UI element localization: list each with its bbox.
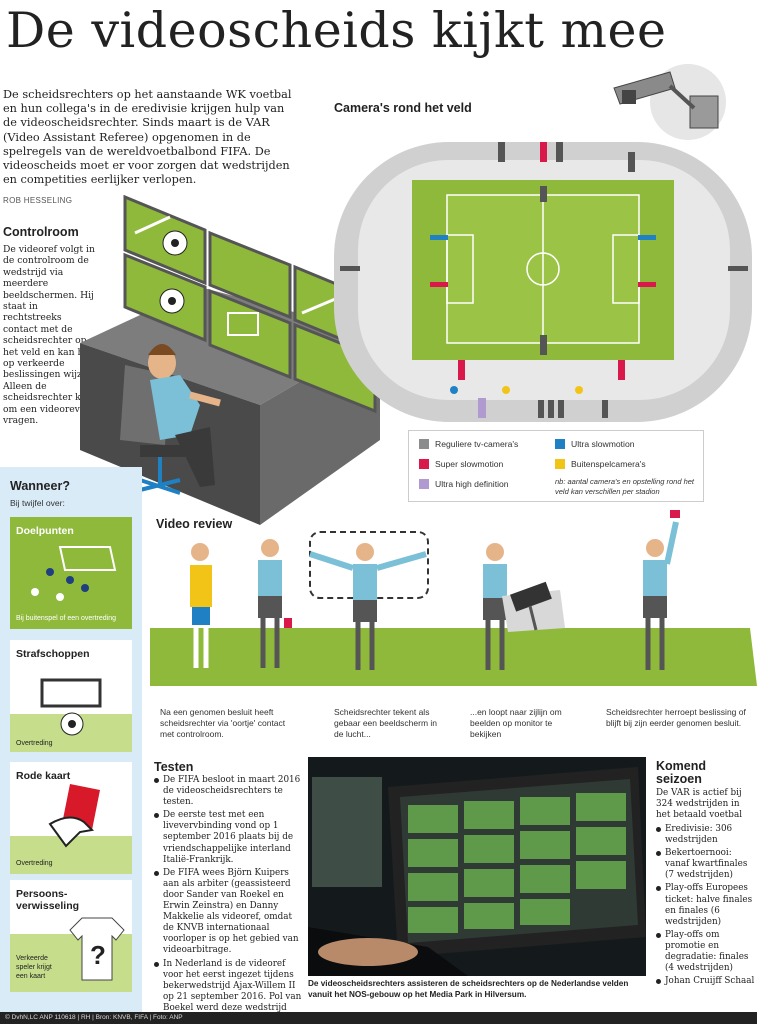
list-item: Play-offs om promotie en degradatie: fin… xyxy=(656,930,756,974)
list-item: De eerste test met een livevervbinding v… xyxy=(154,810,304,865)
testen-list: De FIFA besloot in maart 2016 de videosc… xyxy=(154,775,304,1024)
wanneer-card-doelpunten: Doelpunten Bij buitenspel of een overtre… xyxy=(10,517,132,629)
controlroom-text: De videoref volgt in de controlroom de w… xyxy=(3,244,98,427)
wanneer-card-strafschoppen: Strafschoppen Overtreding xyxy=(10,640,132,752)
goal-scene-icon xyxy=(31,546,117,601)
svg-text:?: ? xyxy=(90,940,106,970)
komend-seizoen-intro: De VAR is actief bij 324 wedstrijden in … xyxy=(656,788,743,821)
card-label: Rode kaart xyxy=(16,770,71,782)
wanneer-card-persoonsverwisseling: Persoons- verwisseling ? Verkeerde spele… xyxy=(10,880,132,992)
page-title: De videoscheids kijkt mee xyxy=(6,2,667,59)
camera-legend: Reguliere tv-camera's Super slowmotion U… xyxy=(408,430,704,502)
card-sub: Overtreding xyxy=(16,740,53,747)
wanneer-card-rode-kaart: Rode kaart Overtreding xyxy=(10,762,132,874)
list-item: Johan Cruijff Schaal xyxy=(656,976,756,987)
stadium-diagram xyxy=(334,64,752,422)
legend-note: nb: aantal camera's en opstelling rond h… xyxy=(555,477,695,496)
card-label: Persoons- verwisseling xyxy=(16,888,80,912)
list-item: Bekertoernooi: vanaf kwartfinales (7 wed… xyxy=(656,848,756,881)
photo-caption: De videoscheidsrechters assisteren de sc… xyxy=(308,979,629,999)
red-card-icon xyxy=(48,784,100,848)
legend-item: Buitenspelcamera's xyxy=(555,459,646,469)
review-step-caption: Scheidsrechter herroept beslissing of bl… xyxy=(606,707,746,728)
list-item: Play-offs Europees ticket: halve finales… xyxy=(656,883,756,927)
card-label: Strafschoppen xyxy=(16,648,90,660)
camera-markers xyxy=(340,142,748,418)
list-item: De FIFA besloot in maart 2016 de videosc… xyxy=(154,775,304,808)
komend-seizoen-heading: Komend seizoen xyxy=(656,759,706,786)
penalty-goal-icon xyxy=(40,678,102,736)
intro-paragraph: De scheidsrechters op het aanstaande WK … xyxy=(3,88,292,187)
controlroom-heading: Controlroom xyxy=(3,225,79,239)
security-camera-icon xyxy=(613,71,719,129)
video-review-heading: Video review xyxy=(156,517,233,531)
footer-credits: © DvhN,LC ANP 110618 | RH | Bron: KNVB, … xyxy=(0,1012,757,1024)
legend-item: Ultra slowmotion xyxy=(555,439,635,449)
review-step-caption: ...en loopt naar zijlijn om beelden op m… xyxy=(470,707,562,739)
review-step-caption: Na een genomen besluit heeft scheidsrech… xyxy=(160,707,286,739)
legend-item: Reguliere tv-camera's xyxy=(419,439,518,449)
wanneer-heading: Wanneer? xyxy=(10,479,70,493)
list-item: Eredivisie: 306 wedstrijden xyxy=(656,824,756,846)
video-review-illustration xyxy=(150,510,757,686)
legend-item: Ultra high definition xyxy=(419,479,509,489)
control-room-photo xyxy=(308,757,646,976)
review-step-caption: Scheidsrechter tekent als gebaar een bee… xyxy=(334,707,438,739)
testen-heading: Testen xyxy=(154,760,194,774)
komend-seizoen-list: Eredivisie: 306 wedstrijden Bekertoernoo… xyxy=(656,824,756,989)
legend-item: Super slowmotion xyxy=(419,459,503,469)
card-label: Doelpunten xyxy=(16,525,74,537)
cameras-heading: Camera's rond het veld xyxy=(334,101,472,115)
shirt-icon: ? xyxy=(69,917,125,981)
card-sub: Overtreding xyxy=(16,860,53,867)
wanneer-subheading: Bij twijfel over: xyxy=(10,498,65,508)
card-sub: Bij buitenspel of een overtreding xyxy=(16,615,117,622)
card-sub: Verkeerde speler krijgt een kaart xyxy=(16,955,52,980)
byline: ROB HESSELING xyxy=(3,196,73,205)
list-item: De FIFA wees Björn Kuipers aan als arbit… xyxy=(154,868,304,957)
